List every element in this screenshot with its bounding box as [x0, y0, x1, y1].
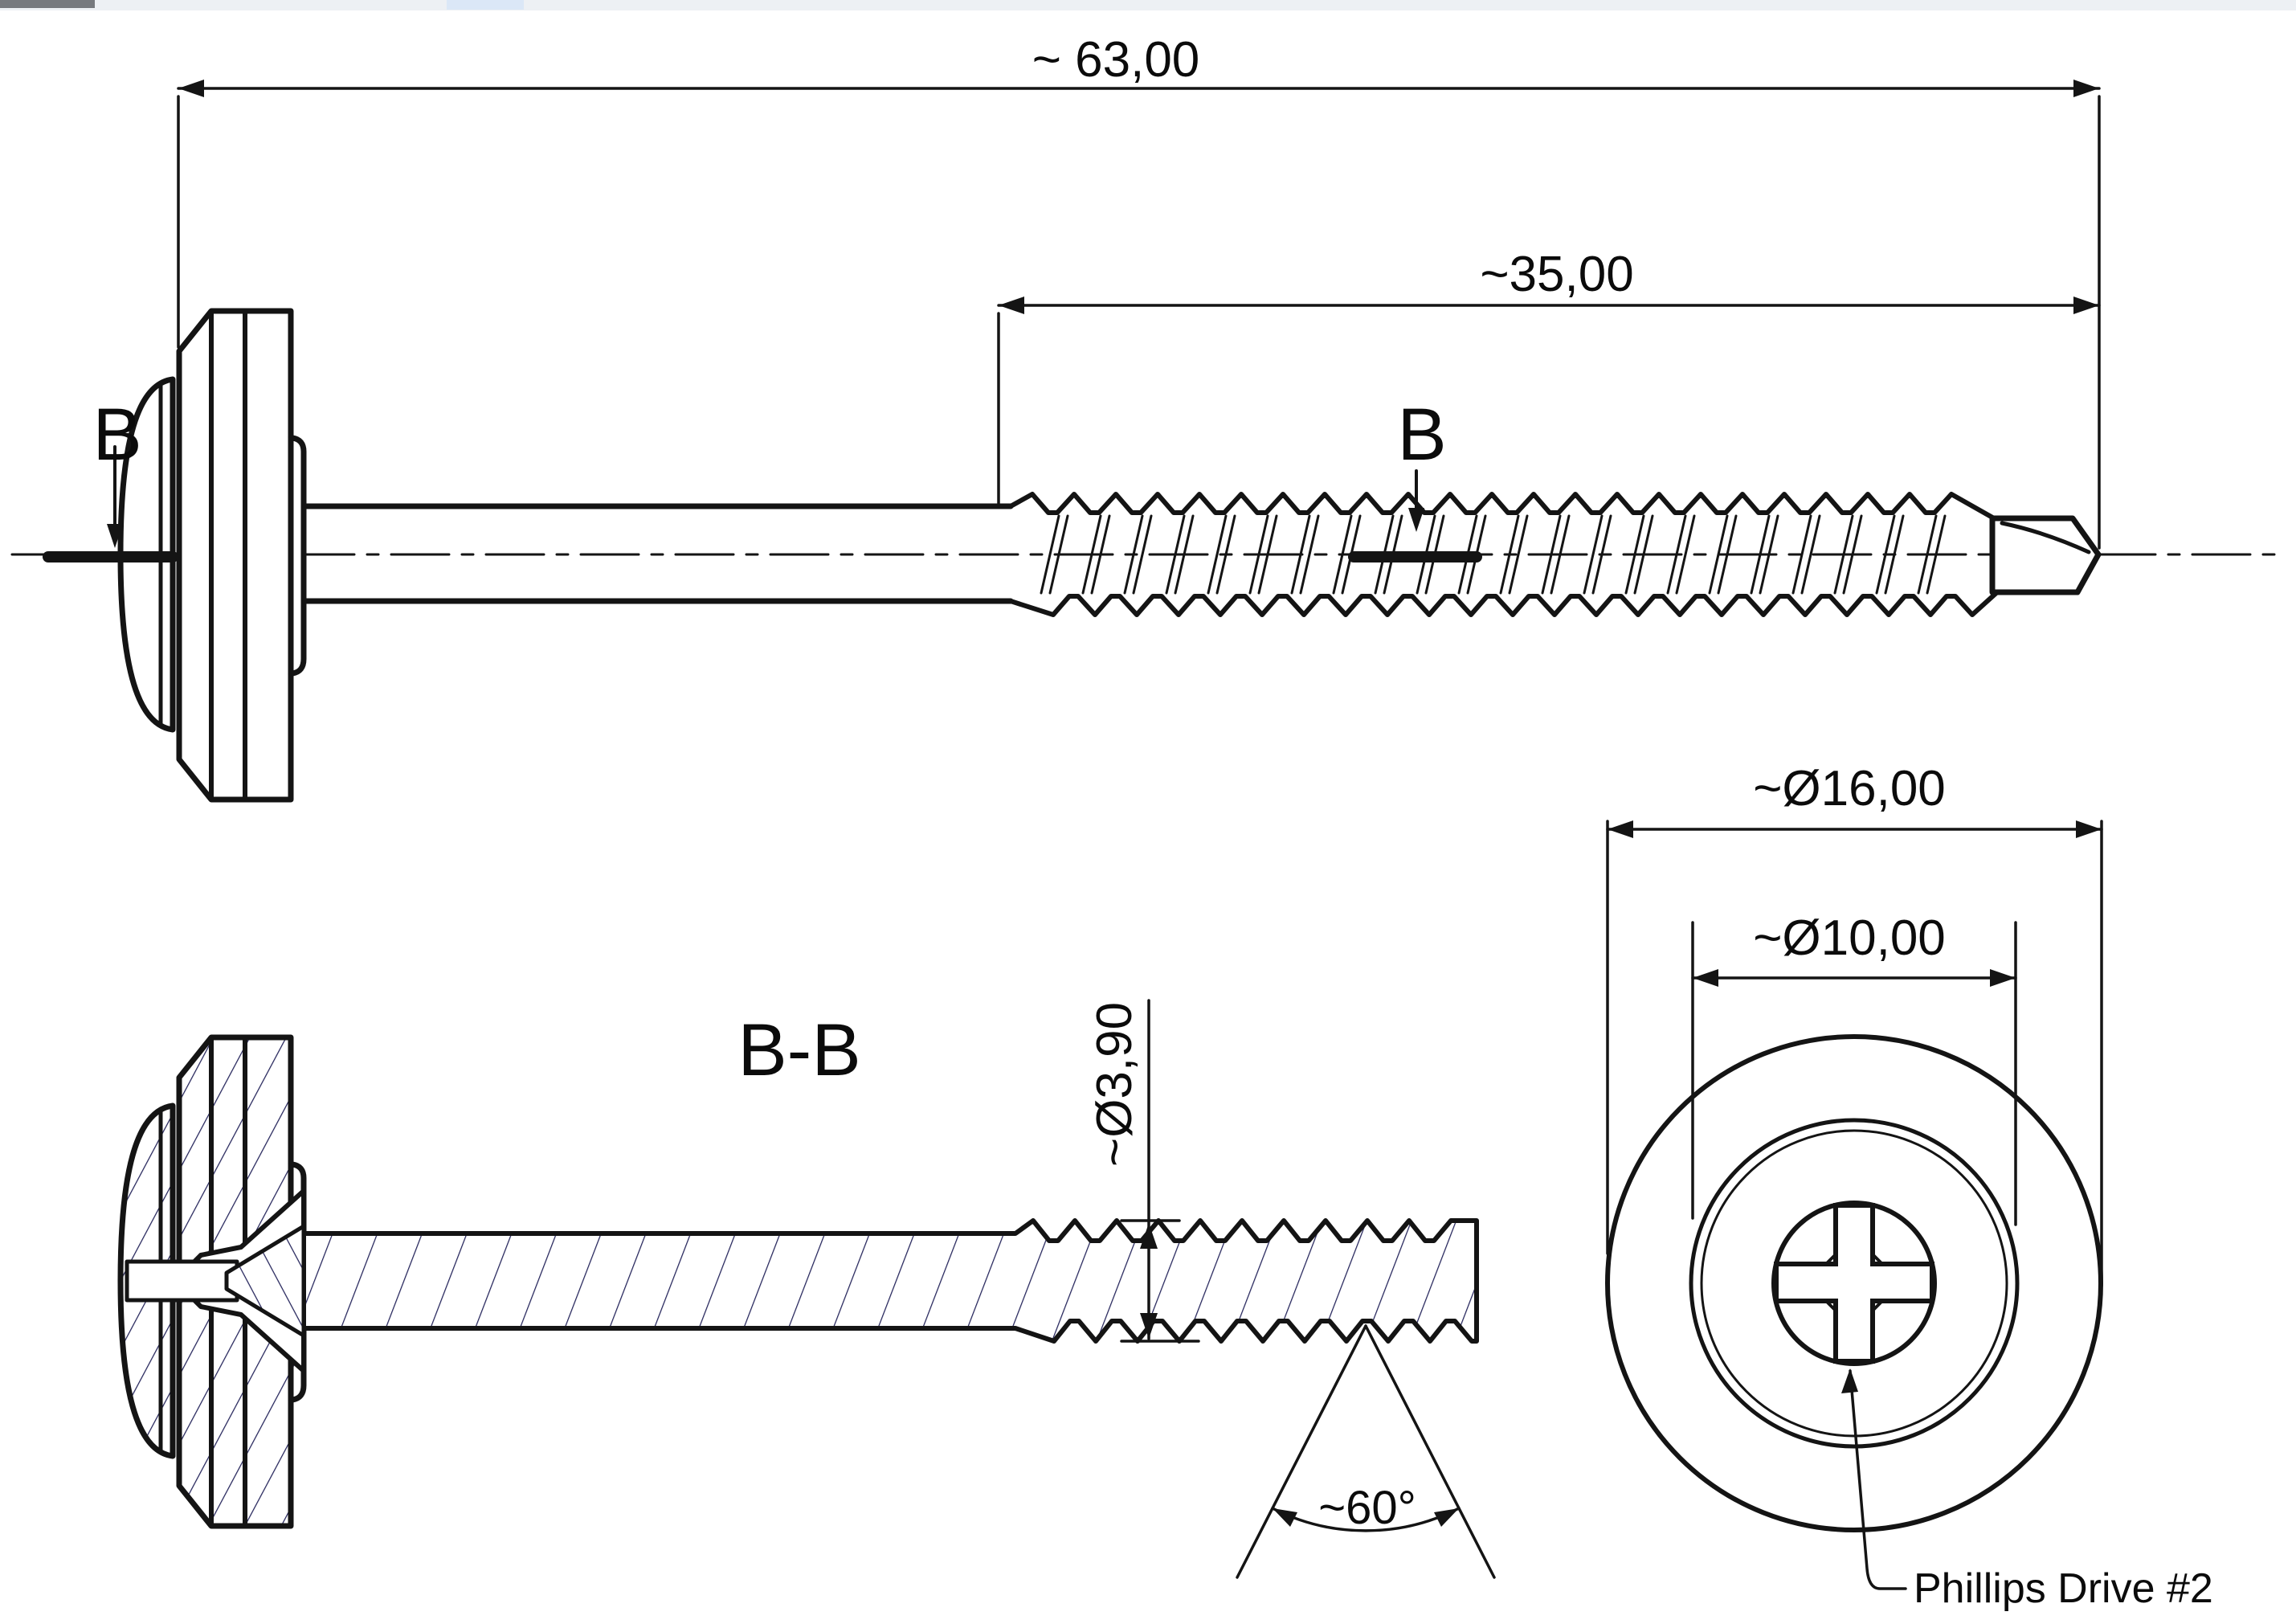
screw-shank-section	[301, 1218, 1479, 1344]
dim-thread-angle-label: ~60°	[1318, 1482, 1416, 1534]
section-view	[117, 999, 1496, 1579]
side-view	[10, 80, 2287, 803]
front-view	[1605, 820, 2103, 1590]
dim-head-diameter	[1606, 820, 2103, 1287]
screw-shank-side	[300, 503, 1014, 604]
section-view-title: B-B	[737, 1009, 860, 1091]
dim-overall-length-label: ~ 63,00	[1032, 32, 1200, 88]
dim-head-diameter-label: ~Ø16,00	[1753, 761, 1946, 816]
thread-profile-side	[1008, 492, 2000, 617]
phillips-recess-section	[125, 1188, 306, 1373]
annotations: ~ 63,00 ~35,00 B B B-B ~Ø3,90 ~60° ~Ø16,…	[92, 32, 2213, 1612]
washer-face-circle-inner	[1700, 1129, 2008, 1438]
scan-artifact-band	[0, 0, 2296, 10]
dim-thread-length-label: ~35,00	[1480, 247, 1633, 302]
dim-thread-angle	[1236, 1324, 1496, 1579]
dim-washer-face-diameter-label: ~Ø10,00	[1753, 910, 1946, 966]
phillips-corner-flats	[1824, 1253, 1884, 1312]
dim-washer-face-diameter	[1691, 921, 2017, 1226]
drill-point	[1989, 515, 2102, 595]
section-arrows	[107, 445, 1424, 548]
drive-label: Phillips Drive #2	[1914, 1565, 2213, 1612]
dim-thread-diameter-label: ~Ø3,90	[1087, 1002, 1142, 1167]
drive-leader	[1841, 1368, 1907, 1590]
washer-face-circle-outer	[1689, 1118, 2020, 1449]
screw-head-side	[117, 308, 307, 803]
section-mark-left: B	[92, 394, 141, 476]
dim-thread-length	[997, 297, 2101, 505]
dim-overall-length	[177, 80, 2101, 550]
section-mark-right: B	[1397, 394, 1446, 476]
phillips-cross	[1774, 1203, 1934, 1364]
dim-thread-diameter	[1120, 999, 1200, 1343]
